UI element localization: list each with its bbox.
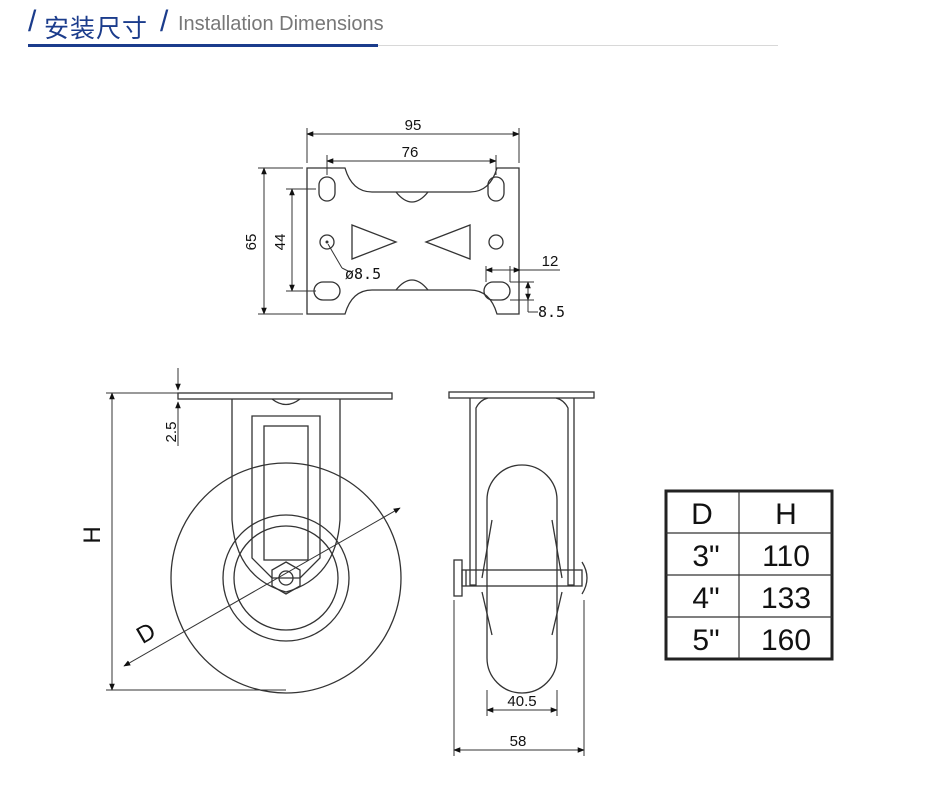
dim-hole-diameter: ø8.5 [345, 265, 381, 283]
section-header: / 安装尺寸 / Installation Dimensions [28, 4, 778, 47]
front-wheel [486, 464, 558, 694]
dim-plate-height: 65 [243, 234, 260, 251]
dim-hole-spacing-x: 76 [402, 144, 419, 161]
slot-bottom-right [483, 281, 511, 301]
table-cell-h: 110 [762, 540, 810, 573]
front-axle [461, 569, 583, 587]
front-axle-head-left [453, 559, 463, 597]
side-fork-inner [251, 415, 321, 579]
top-plate-view [306, 167, 520, 315]
table-cell-d: 4" [692, 582, 719, 615]
size-table: D H 3" 110 4" 133 5" 160 [664, 489, 834, 661]
header-title-en: Installation Dimensions [178, 13, 384, 35]
plate-outline [306, 167, 520, 315]
dim-height-label: H [79, 526, 106, 543]
front-fork-left [469, 397, 489, 586]
table-cell-d: 5" [692, 624, 719, 657]
dim-plate-thickness: 2.5 [163, 422, 180, 443]
plate-bottom-notch [395, 279, 429, 291]
plate-top-notch [395, 191, 429, 203]
dim-hole-spacing-y: 44 [272, 234, 289, 251]
front-top-plate [448, 391, 595, 399]
dim-slot-width: 8.5 [538, 303, 565, 321]
hole-left [319, 234, 335, 250]
dim-wheel-width: 40.5 [507, 693, 536, 710]
slot-top-left [318, 176, 336, 202]
front-axle-head-right [581, 561, 588, 595]
front-fork-right [555, 397, 575, 586]
header-title-zh: 安装尺寸 [44, 14, 149, 43]
table-cell-h: 133 [761, 582, 811, 615]
header-rule [378, 45, 778, 46]
triangle-left [351, 224, 398, 260]
side-top-plate [177, 392, 393, 400]
dim-plate-width: 95 [405, 117, 422, 134]
header-slash: / [28, 5, 37, 38]
triangle-right [424, 224, 471, 260]
dim-slot-length: 12 [542, 253, 559, 270]
table-header-h: H [775, 498, 797, 531]
table-cell-h: 160 [761, 624, 811, 657]
hole-right [488, 234, 504, 250]
table-cell-d: 3" [692, 540, 719, 573]
side-view [170, 392, 402, 694]
header-slash-2: / [160, 5, 169, 38]
dim-overall-width: 58 [510, 733, 527, 750]
header-rule-accent [28, 44, 378, 47]
slot-bottom-left [313, 281, 341, 301]
dim-diameter-label: D [132, 617, 161, 649]
side-fork [231, 399, 341, 593]
front-view [448, 391, 595, 694]
table-header-d: D [691, 498, 713, 531]
slot-top-right [487, 176, 505, 202]
